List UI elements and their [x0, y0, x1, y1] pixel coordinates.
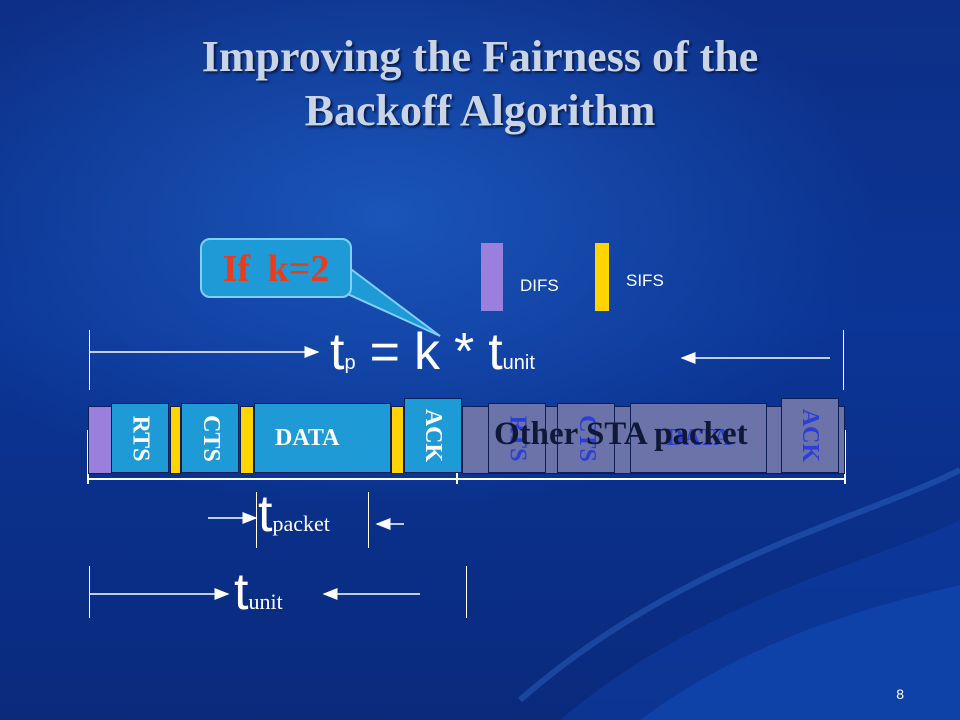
sifs-slot-1: [170, 406, 181, 474]
title-line-2: Backoff Algorithm: [304, 86, 656, 135]
other-cts-packet: CTS: [557, 403, 615, 473]
title-line-1: Improving the Fairness of the: [201, 32, 759, 81]
formula-unit-subscript: unit: [502, 352, 535, 374]
tp-right-boundary: [843, 330, 844, 390]
sifs-slot-3: [391, 406, 404, 474]
sifs-legend-label: SIFS: [626, 271, 664, 290]
other-rts-packet: RTS: [488, 403, 546, 473]
formula-equals: =: [369, 323, 400, 381]
sifs-legend-bar: [595, 243, 609, 311]
tunit-left-boundary: [89, 566, 90, 618]
callout-bubble: If k=2: [200, 238, 352, 298]
tp-left-boundary: [89, 330, 90, 390]
cts-packet: CTS: [181, 403, 239, 473]
tpacket-left-boundary: [256, 492, 257, 548]
other-data-packet: DATA: [630, 403, 767, 473]
rts-packet: RTS: [111, 403, 169, 473]
tp-formula: t p = k * t unit: [330, 322, 535, 392]
sifs-slot-2: [240, 406, 254, 474]
data-packet: DATA: [254, 403, 391, 473]
difs-slot: [88, 406, 112, 474]
difs-legend-label: DIFS: [520, 276, 559, 295]
slide-title: Improving the Fairness of the Backoff Al…: [80, 30, 880, 138]
formula-k: k: [413, 323, 440, 381]
page-number: 8: [896, 686, 904, 702]
formula-t2: t: [488, 323, 503, 381]
other-sta-packet-label: Other STA packet: [494, 416, 748, 452]
formula-times: *: [453, 323, 475, 381]
tpacket-right-boundary: [368, 492, 369, 548]
formula-p-subscript: p: [344, 352, 356, 374]
other-ack-packet: ACK: [781, 398, 839, 473]
formula-t: t: [330, 323, 345, 381]
tunit-right-boundary: [466, 566, 467, 618]
difs-legend-bar: [481, 243, 503, 311]
ack-packet: ACK: [404, 398, 462, 473]
